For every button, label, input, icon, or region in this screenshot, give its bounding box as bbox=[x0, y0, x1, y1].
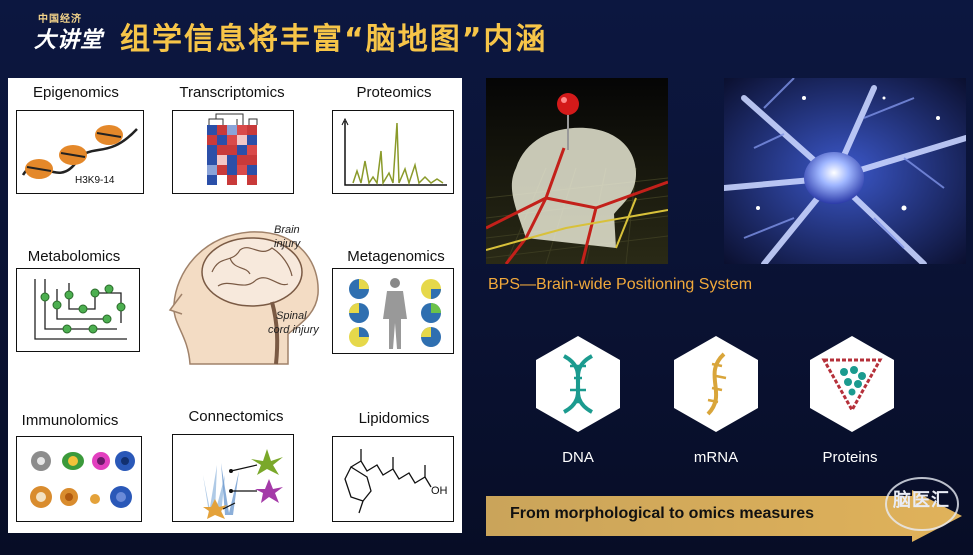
proteins-label: Proteins bbox=[822, 449, 878, 466]
watermark-logo bbox=[885, 477, 959, 531]
mass-spectrum-icon bbox=[341, 117, 447, 186]
metabolomics-figure bbox=[16, 268, 140, 352]
mrna-label: mRNA bbox=[693, 449, 739, 466]
neuron-image bbox=[724, 78, 966, 264]
label-lipidomics: Lipidomics bbox=[358, 410, 430, 427]
label-connectomics: Connectomics bbox=[188, 408, 284, 425]
morphology-to-omics-arrow bbox=[486, 490, 962, 542]
spinal-injury-label-2: cord injury bbox=[268, 324, 319, 336]
slide-header: 中国经济 大讲堂 组学信息将丰富“脑地图”内涵 bbox=[0, 0, 973, 62]
proteomics-figure bbox=[332, 110, 454, 194]
neuron-illustration bbox=[724, 78, 966, 264]
watermark-text: 脑医汇 bbox=[893, 490, 950, 511]
label-transcriptomics: Transcriptomics bbox=[179, 84, 285, 101]
connectomics-figure bbox=[172, 434, 294, 522]
epigenomics-figure: H3K9-14 bbox=[16, 110, 144, 194]
dna-label: DNA bbox=[562, 449, 594, 466]
brain-head-illustration bbox=[168, 231, 319, 365]
bps-head-image bbox=[486, 78, 668, 264]
brain-injury-label-2: injury bbox=[274, 238, 301, 250]
immunolomics-figure bbox=[16, 436, 142, 522]
transcriptomics-figure bbox=[172, 110, 294, 194]
spinal-injury-label-1: Spinal bbox=[276, 310, 307, 322]
logo: 中国经济 大讲堂 bbox=[30, 8, 108, 53]
pathway-network-icon bbox=[34, 279, 127, 340]
mrna-hexagon-icon bbox=[674, 336, 758, 432]
label-epigenomics: Epigenomics bbox=[33, 84, 119, 101]
histone-mark-label: H3K9-14 bbox=[75, 175, 115, 186]
label-proteomics: Proteomics bbox=[356, 84, 432, 101]
nucleosome-icon bbox=[21, 125, 138, 179]
immune-cells-icon bbox=[30, 451, 135, 508]
lipidomics-figure: OH bbox=[332, 436, 454, 522]
heatmap-icon bbox=[207, 113, 258, 185]
neuron-connections-icon bbox=[203, 449, 283, 519]
arrow-banner-text: From morphological to omics measures bbox=[510, 505, 815, 522]
brain-injury-label-1: Brain bbox=[274, 224, 300, 236]
head-map-pin-illustration bbox=[486, 78, 668, 264]
omics-panel: Epigenomics Transcriptomics Proteomics H… bbox=[8, 78, 462, 533]
lipid-structure-icon bbox=[344, 449, 432, 514]
protein-hexagon-icon bbox=[810, 336, 894, 432]
label-metagenomics: Metagenomics bbox=[347, 248, 445, 265]
bps-caption: BPS—Brain-wide Positioning System bbox=[488, 276, 753, 293]
dna-hexagon-icon bbox=[536, 336, 620, 432]
logo-top-text: 中国经济 bbox=[38, 14, 82, 25]
metagenomics-figure bbox=[332, 268, 454, 354]
hydroxyl-label: OH bbox=[431, 485, 448, 497]
slide-title: 组学信息将丰富“脑地图”内涵 bbox=[120, 22, 548, 57]
label-immunolomics: Immunolomics bbox=[21, 412, 119, 429]
label-metabolomics: Metabolomics bbox=[27, 248, 121, 265]
microbiome-pies-icon bbox=[349, 278, 441, 349]
logo-main-text: 大讲堂 bbox=[34, 28, 104, 53]
